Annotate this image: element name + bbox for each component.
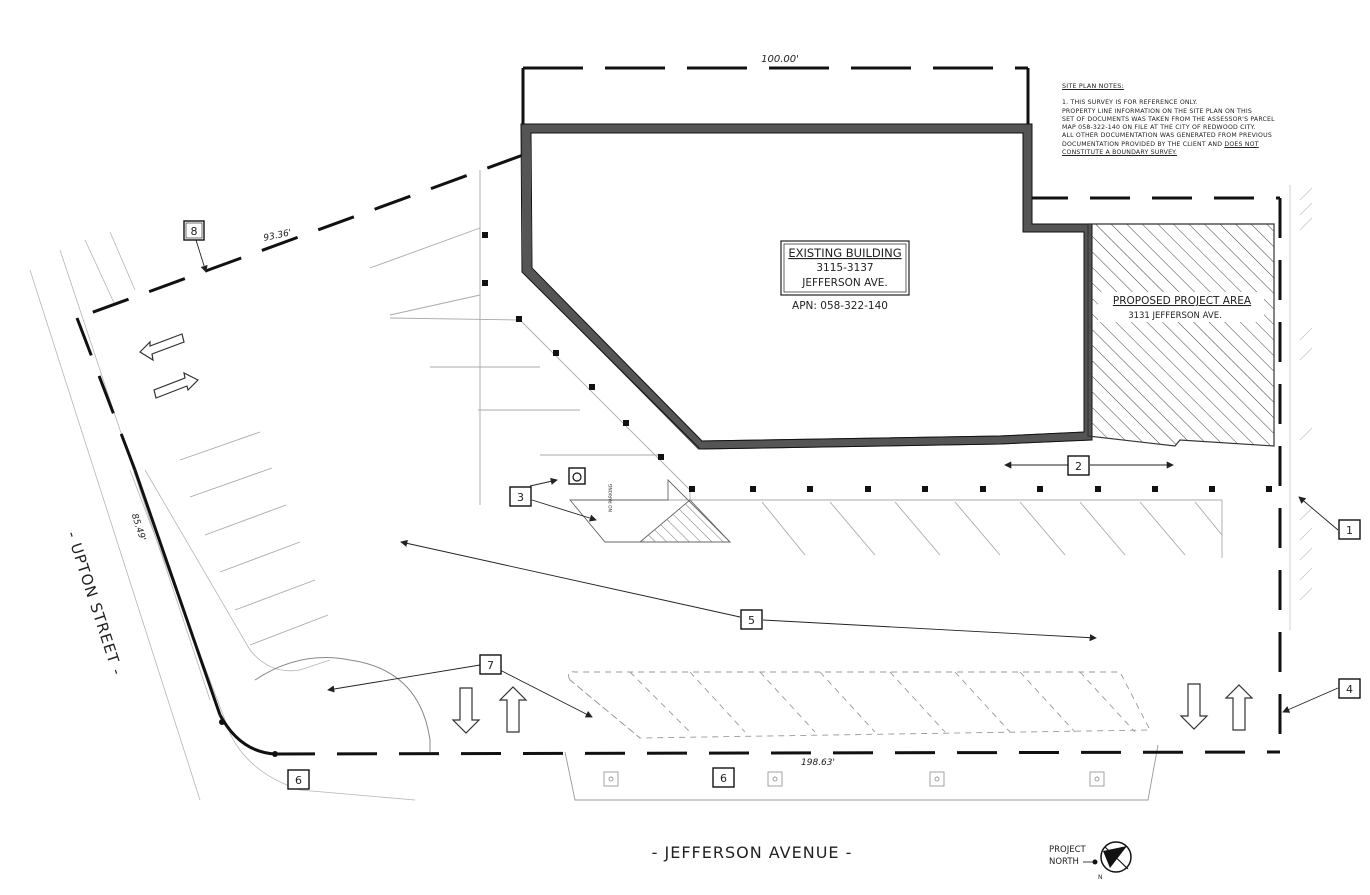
notes-line: PROPERTY LINE INFORMATION ON THE SITE PL… [1062, 107, 1253, 115]
project-area-address: 3131 JEFFERSON AVE. [1128, 311, 1222, 321]
keynote-5: 5 [748, 614, 755, 627]
south-stalls [567, 671, 1151, 739]
north-label-1: PROJECT [1049, 845, 1087, 855]
dimension-top: 100.00' [761, 54, 799, 65]
keynote-leaders [195, 239, 1339, 718]
north-letter: N [1098, 874, 1103, 881]
accessible-symbol [568, 467, 586, 485]
traffic-arrows [139, 333, 1254, 734]
upton-street-label: - UPTON STREET - [63, 529, 127, 678]
building-address-1: 3115-3137 [816, 262, 873, 274]
keynote-6-left: 6 [295, 774, 302, 787]
keynote-4: 4 [1346, 683, 1353, 696]
project-label-mask [1098, 292, 1264, 322]
building-address-2: JEFFERSON AVE. [801, 277, 888, 289]
proposed-project-area [1087, 223, 1275, 447]
bollard-dots [482, 232, 1272, 492]
notes-line: 1. THIS SURVEY IS FOR REFERENCE ONLY. [1062, 99, 1198, 107]
notes-line: CONSTITUTE A BOUNDARY SURVEY. [1062, 149, 1178, 157]
building-apn: APN: 058-322-140 [792, 300, 888, 312]
north-arrow [1083, 841, 1132, 873]
sidewalk [564, 744, 1159, 801]
building-title: EXISTING BUILDING [788, 246, 901, 260]
no-parking-label: NO PARKING [608, 483, 614, 512]
upton-street-lines [29, 231, 416, 801]
keynote-3: 3 [517, 491, 524, 504]
neighbor-hatch [1289, 185, 1313, 630]
notes-line: SET OF DOCUMENTS WAS TAKEN FROM THE ASSE… [1062, 115, 1275, 123]
north-label-2: NORTH [1049, 857, 1079, 867]
dimension-south: 198.63' [801, 758, 835, 768]
site-plan-notes: SITE PLAN NOTES: 1. THIS SURVEY IS FOR R… [1062, 82, 1292, 157]
notes-line: ALL OTHER DOCUMENTATION WAS GENERATED FR… [1062, 132, 1272, 140]
keynote-boxes [183, 220, 1361, 790]
landscape-island [254, 657, 431, 752]
building-label-box [780, 240, 910, 296]
parking-stalls [179, 170, 1223, 646]
keynote-1: 1 [1346, 524, 1353, 537]
keynote-8: 8 [191, 225, 198, 238]
notes-line: MAP 058-322-140 ON FILE AT THE CITY OF R… [1062, 124, 1256, 132]
keynote-6-south: 6 [720, 772, 727, 785]
notes-line-6: DOCUMENTATION PROVIDED BY THE CLIENT AND… [1062, 141, 1292, 149]
jefferson-avenue-label: - JEFFERSON AVENUE - [652, 843, 853, 862]
project-area-title: PROPOSED PROJECT AREA [1113, 295, 1252, 307]
keynote-7: 7 [487, 659, 494, 672]
notes-line: DOCUMENTATION PROVIDED BY THE CLIENT AND [1062, 140, 1225, 148]
notes-title: SITE PLAN NOTES: [1062, 82, 1124, 90]
dimension-west: 85.49' [129, 512, 147, 542]
notes-emphasis: DOES NOT [1224, 140, 1259, 148]
keynote-2: 2 [1075, 460, 1082, 473]
